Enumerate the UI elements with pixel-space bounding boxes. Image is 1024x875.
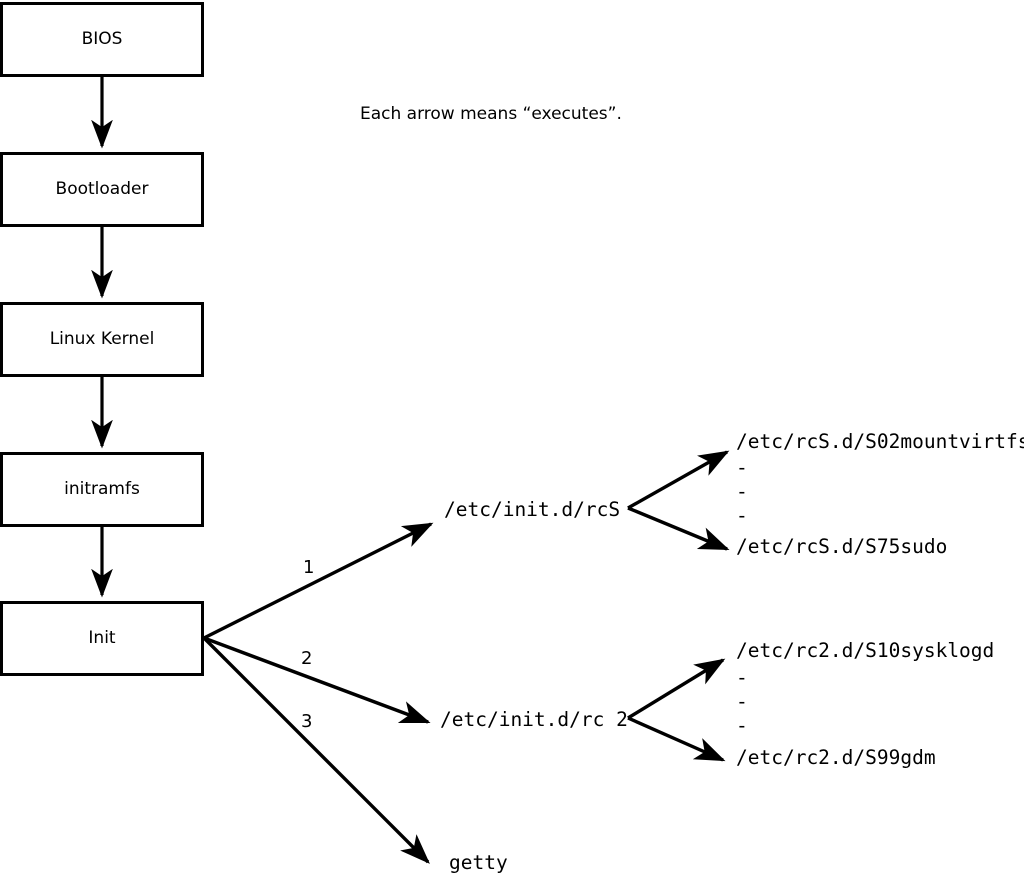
branch-label-rc2[interactable]: /etc/init.d/rc 2 <box>440 708 628 731</box>
rcs-ellipsis-dash-1: - <box>736 456 748 479</box>
branch-number-2: 2 <box>301 648 313 669</box>
branch-number-1: 1 <box>303 557 315 578</box>
stage-box-init[interactable]: Init <box>0 601 204 676</box>
arrow-rc2-to-last <box>627 716 726 762</box>
rc2-script-first[interactable]: /etc/rc2.d/S10sysklogd <box>736 639 995 662</box>
branch-label-rcs[interactable]: /etc/init.d/rcS <box>444 498 621 521</box>
rc2-ellipsis-dash-2: - <box>736 690 748 713</box>
rcs-branch-arrows <box>627 450 730 551</box>
stage-label-initramfs: initramfs <box>64 479 140 499</box>
init-branch-arrows <box>202 522 434 864</box>
arrow-rcs-to-last <box>627 506 730 551</box>
arrow-init-branch-1 <box>203 522 434 640</box>
rcs-ellipsis-dash-3: - <box>736 504 748 527</box>
arrow-init-branch-2 <box>203 636 431 724</box>
stage-box-initramfs[interactable]: initramfs <box>0 452 204 527</box>
stage-label-init: Init <box>88 628 116 648</box>
stage-label-bootloader: Bootloader <box>55 179 149 199</box>
arrow-rc2-to-first <box>627 658 726 720</box>
arrow-legend-note: Each arrow means “executes”. <box>360 104 622 124</box>
rcs-script-first[interactable]: /etc/rcS.d/S02mountvirtfs <box>736 430 1024 453</box>
rcs-ellipsis-dash-2: - <box>736 480 748 503</box>
arrow-init-branch-3 <box>202 636 430 864</box>
rc2-branch-arrows <box>627 658 726 762</box>
stage-label-bios: BIOS <box>81 29 123 49</box>
stage-label-linux-kernel: Linux Kernel <box>49 329 155 349</box>
stage-box-bios[interactable]: BIOS <box>0 2 204 77</box>
branch-label-getty[interactable]: getty <box>449 851 508 874</box>
stage-box-linux-kernel[interactable]: Linux Kernel <box>0 302 204 377</box>
rcs-script-last[interactable]: /etc/rcS.d/S75sudo <box>736 535 948 558</box>
stage-box-bootloader[interactable]: Bootloader <box>0 152 204 227</box>
branch-number-3: 3 <box>301 711 313 732</box>
arrow-rcs-to-first <box>627 450 730 510</box>
rc2-ellipsis-dash-3: - <box>736 714 748 737</box>
rc2-script-last[interactable]: /etc/rc2.d/S99gdm <box>736 746 936 769</box>
rc2-ellipsis-dash-1: - <box>736 666 748 689</box>
